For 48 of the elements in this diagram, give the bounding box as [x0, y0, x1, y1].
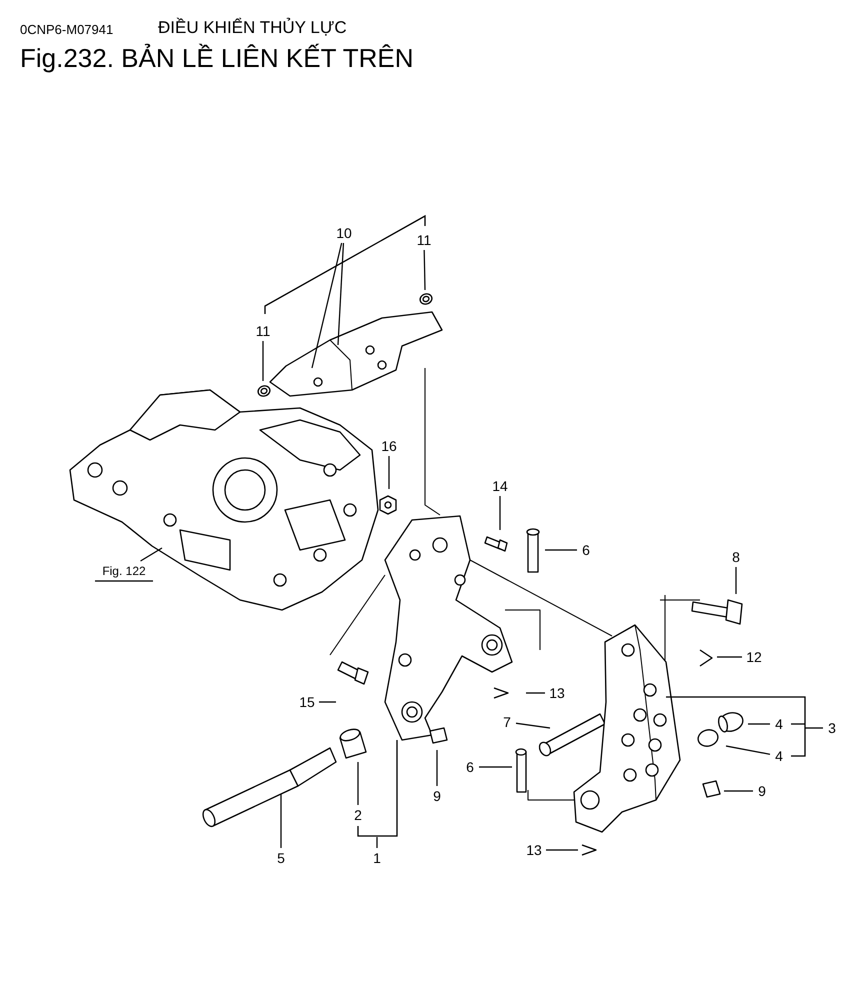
figure-reference: Fig. 122: [95, 562, 153, 580]
leader-line: [319, 701, 336, 703]
callout-number: 9: [429, 787, 445, 805]
callout-number: 4: [771, 747, 787, 765]
document-code: 0CNP6-M07941: [20, 22, 114, 37]
callout-number: 11: [252, 322, 274, 340]
leader-line: [717, 656, 742, 658]
callout-number: 10: [333, 224, 355, 242]
leader-line: [499, 496, 501, 530]
leader-line: [357, 762, 359, 805]
leader-line: [424, 250, 426, 290]
callout-number: 2: [350, 806, 366, 824]
callout-number: 13: [546, 684, 568, 702]
callout-number: 13: [523, 841, 545, 859]
callout-number: 9: [754, 782, 770, 800]
leader-line: [516, 722, 550, 729]
callout-number: 7: [499, 713, 515, 731]
leader-line: [545, 549, 577, 551]
callout-number: 6: [462, 758, 478, 776]
callout-number: 5: [273, 849, 289, 867]
leader-line: [526, 692, 545, 694]
callout-number: 15: [296, 693, 318, 711]
leader-line: [546, 849, 578, 851]
leader-line: [479, 766, 512, 768]
callout-number: 6: [578, 541, 594, 559]
leader-line: [262, 341, 264, 381]
leader-line: [735, 567, 737, 594]
leader-line: [280, 794, 282, 848]
callout-number: 1: [369, 849, 385, 867]
leader-line: [376, 837, 378, 848]
leader-line: [726, 745, 770, 755]
leader-line: [805, 727, 823, 729]
section-heading: ĐIỀU KHIỂN THỦY LỰC: [158, 18, 347, 38]
callout-number: 3: [824, 719, 840, 737]
figure-title: Fig.232. BẢN LỀ LIÊN KẾT TRÊN: [20, 43, 414, 74]
callout-number: 8: [728, 548, 744, 566]
leader-line: [388, 456, 390, 489]
callout-number: 11: [413, 231, 435, 249]
callout-number: 14: [489, 477, 511, 495]
callout-number: 16: [378, 437, 400, 455]
leader-line: [748, 723, 770, 725]
leader-line: [311, 242, 342, 368]
leader-line: [337, 242, 344, 346]
callout-number: 12: [743, 648, 765, 666]
leader-line: [724, 790, 753, 792]
callout-number: 4: [771, 715, 787, 733]
leader-line: [140, 547, 162, 562]
leader-line: [436, 750, 438, 786]
